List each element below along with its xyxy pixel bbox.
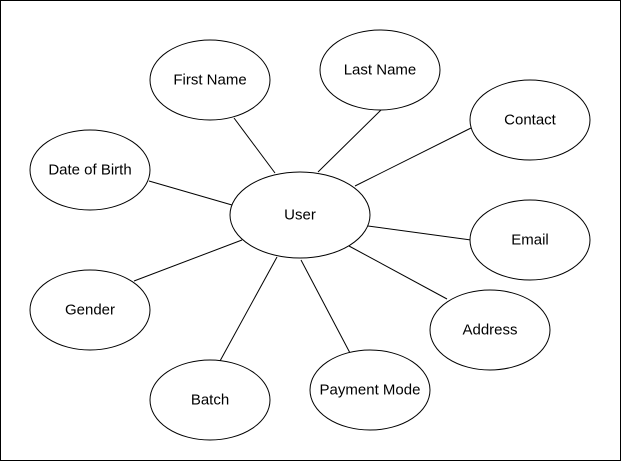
- attribute-address-label: Address: [462, 322, 517, 339]
- attribute-payment-mode: Payment Mode: [309, 349, 431, 431]
- attribute-contact: Contact: [469, 79, 591, 161]
- attribute-email: Email: [469, 199, 591, 281]
- attribute-last-name-label: Last Name: [344, 62, 417, 79]
- attribute-contact-shape: [469, 79, 591, 161]
- entity-user-label: User: [284, 207, 316, 224]
- attribute-date-of-birth-label: Date of Birth: [48, 162, 131, 179]
- attribute-email-label: Email: [511, 232, 549, 249]
- attribute-gender-shape: [29, 269, 151, 351]
- attribute-address-shape: [429, 289, 551, 371]
- connectors: [133, 109, 472, 362]
- connector-date-of-birth: [148, 180, 233, 206]
- attribute-batch-shape: [149, 359, 271, 441]
- entity-user-shape: [229, 171, 371, 259]
- attribute-batch-label: Batch: [191, 392, 229, 409]
- connector-gender: [133, 239, 243, 282]
- attribute-date-of-birth: Date of Birth: [29, 129, 151, 211]
- connector-contact: [354, 127, 472, 187]
- attribute-date-of-birth-shape: [29, 129, 151, 211]
- attribute-first-name: First Name: [149, 39, 271, 121]
- connector-batch: [219, 256, 278, 362]
- connector-first-name: [233, 117, 276, 174]
- attribute-email-shape: [469, 199, 591, 281]
- entity-user: User: [229, 171, 371, 259]
- attribute-contact-label: Contact: [504, 112, 557, 129]
- attribute-first-name-label: First Name: [173, 72, 246, 89]
- connector-email: [367, 225, 472, 241]
- attribute-first-name-shape: [149, 39, 271, 121]
- connector-address: [348, 245, 448, 300]
- connector-last-name: [317, 109, 382, 173]
- attribute-gender-label: Gender: [65, 302, 115, 319]
- attribute-batch: Batch: [149, 359, 271, 441]
- attribute-last-name-shape: [319, 29, 441, 111]
- connector-payment-mode: [300, 259, 351, 354]
- attribute-payment-mode-shape: [309, 349, 431, 431]
- attribute-address: Address: [429, 289, 551, 371]
- attribute-payment-mode-label: Payment Mode: [320, 382, 421, 399]
- attribute-last-name: Last Name: [319, 29, 441, 111]
- attribute-gender: Gender: [29, 269, 151, 351]
